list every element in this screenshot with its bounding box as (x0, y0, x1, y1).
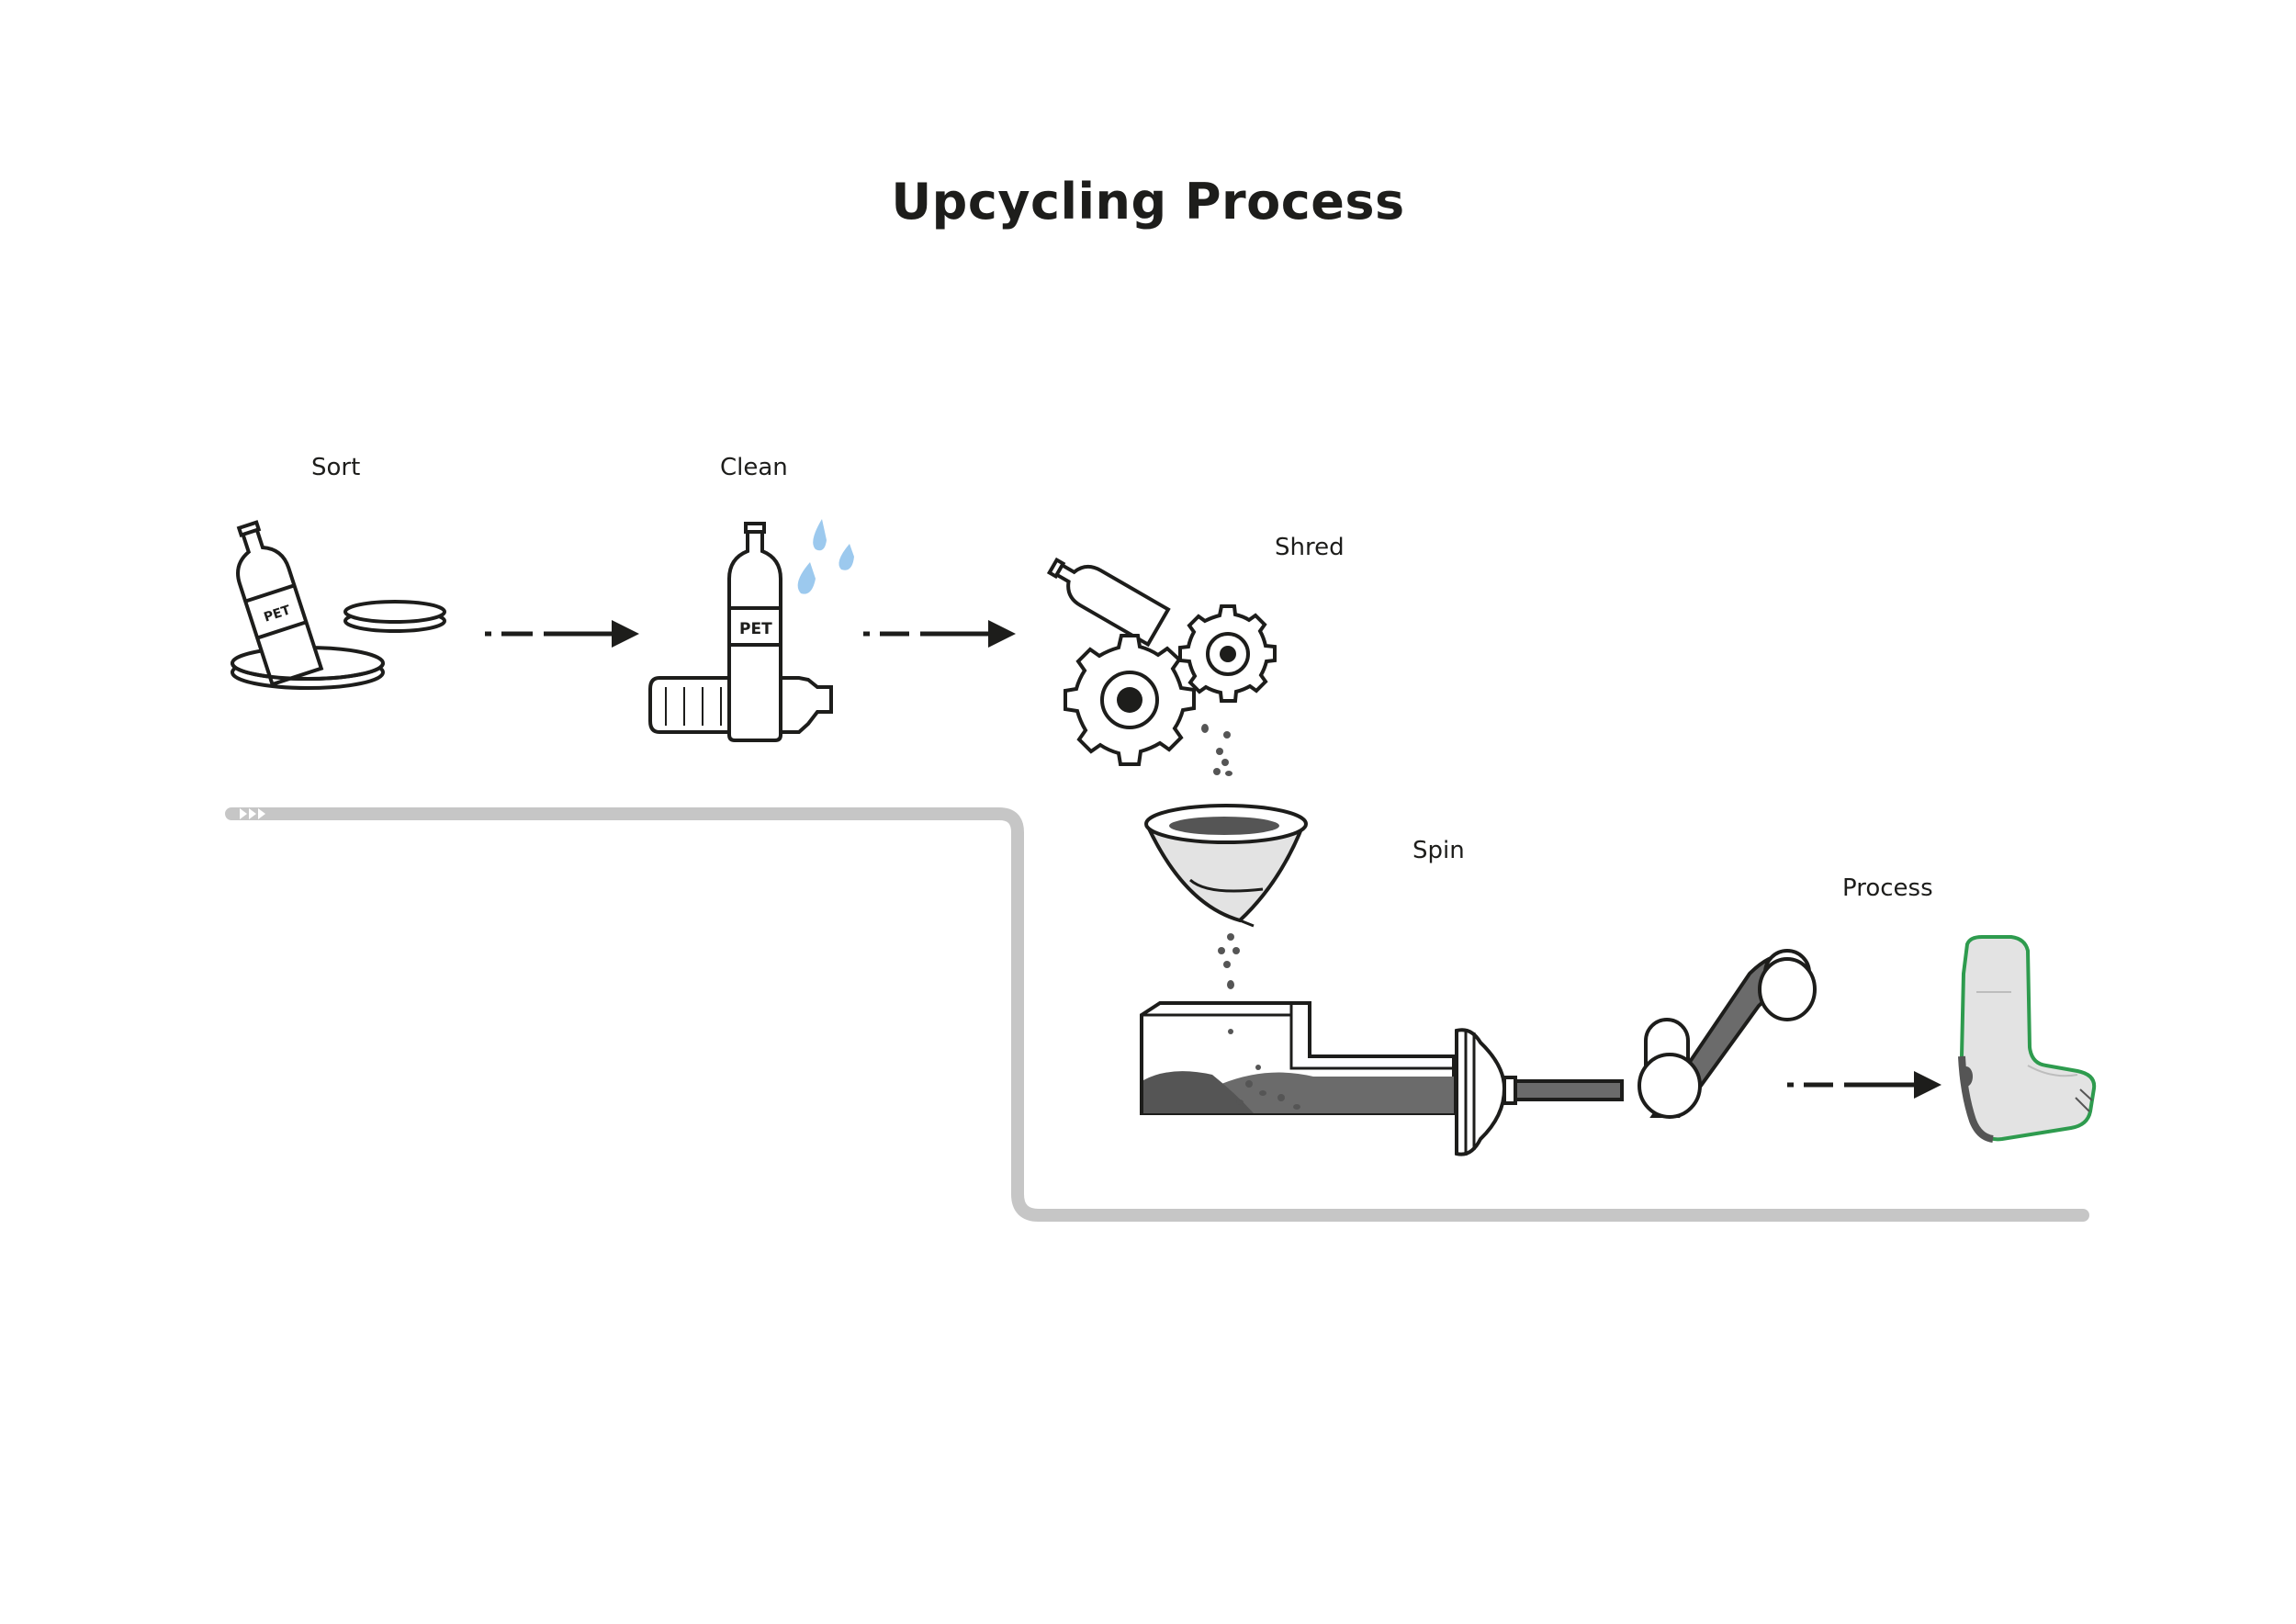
car-seat-icon (1958, 935, 2097, 1143)
step-label-process: Process (1842, 874, 1933, 902)
clean-illustration: PET (648, 519, 854, 742)
roller-icon (1638, 949, 1817, 1119)
step-label-sort: Sort (311, 454, 361, 481)
process-track (225, 807, 2089, 1222)
step-label-shred: Shred (1275, 534, 1345, 561)
bottle-icon: PET (236, 520, 324, 687)
falling-granules (1201, 724, 1232, 776)
diagram-title: Upcycling Process (891, 173, 1405, 231)
bottle-icon (1046, 557, 1171, 648)
bottle-label-clean: PET (739, 620, 772, 638)
falling-granules (1218, 933, 1240, 989)
water-drops-icon (797, 519, 854, 594)
funnel-icon (1144, 804, 1308, 989)
step-label-clean: Clean (720, 454, 788, 481)
extruder-icon (1140, 1001, 1624, 1156)
sort-illustration: PET (231, 520, 446, 690)
step-label-spin: Spin (1412, 837, 1465, 864)
gear-icon (1178, 604, 1277, 703)
bottle-icon: PET (727, 522, 782, 742)
gear-icon (1064, 634, 1196, 766)
cap-icon (343, 600, 446, 633)
track-start-chevrons-icon (240, 808, 265, 819)
shred-illustration (1046, 557, 1277, 776)
